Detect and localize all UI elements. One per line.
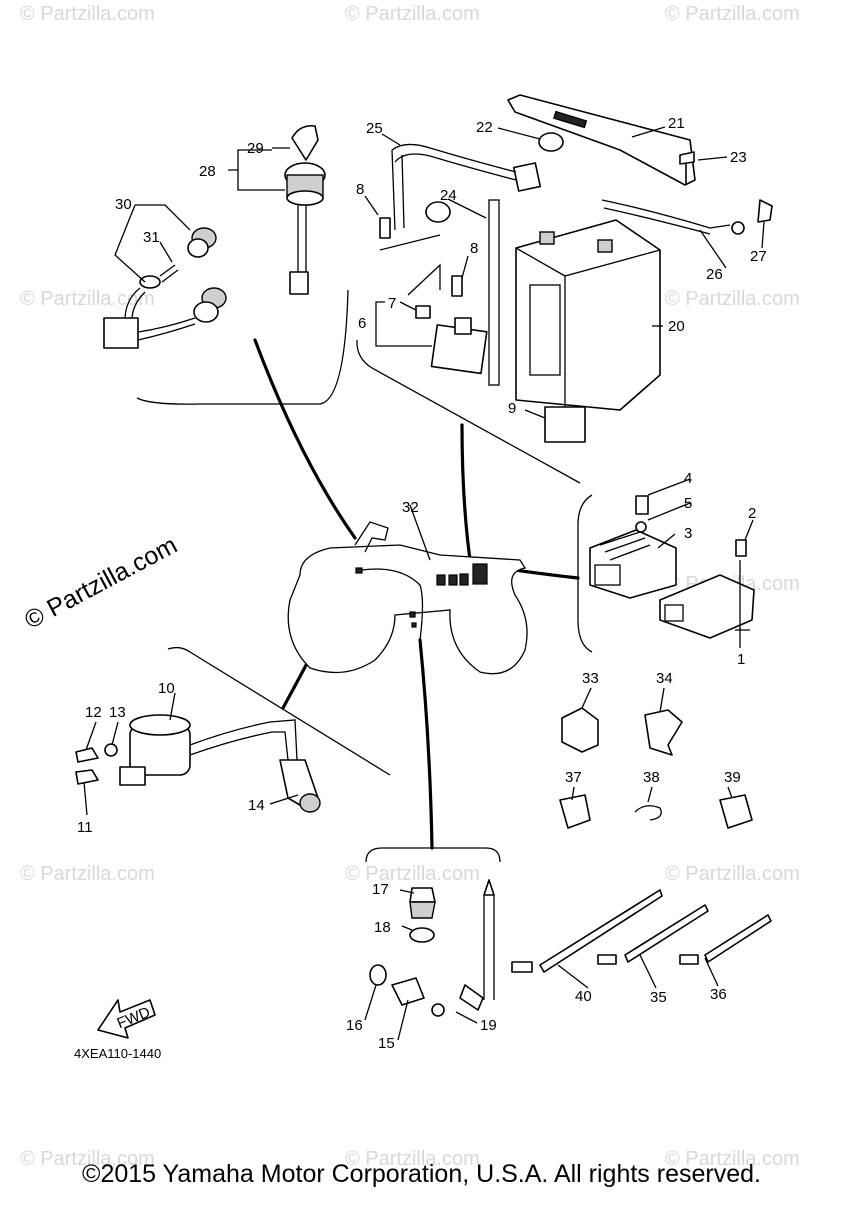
callout-37: 37 [565,769,582,786]
watermark: © Partzilla.com [20,3,155,25]
callout-17: 17 [372,881,389,898]
callout-39: 39 [724,769,741,786]
diagram-code: 4XEA110-1440 [74,1046,162,1061]
callout-6: 6 [358,315,366,332]
watermark: © Partzilla.com [345,3,480,25]
callout-28: 28 [199,163,216,180]
main-switch-assembly [103,124,326,349]
callout-18: 18 [374,919,391,936]
leader-lines [83,126,765,1041]
callout-7: 7 [388,295,396,312]
callout-27: 27 [750,248,767,265]
callout-30: 30 [115,196,132,213]
atv-silhouette [287,521,528,675]
callout-5: 5 [684,495,692,512]
callout-20: 20 [668,318,685,335]
lead-line [253,338,357,540]
callout-24: 24 [440,187,457,204]
regulator-assembly [589,495,755,639]
callout-2: 2 [748,505,756,522]
bracket-ignition [167,646,391,776]
callout-11: 11 [77,819,93,836]
fwd-label: FWD [115,1004,153,1033]
callout-34: 34 [656,670,673,687]
callout-numbers: 1 2 3 4 5 6 7 8 8 9 10 11 12 13 14 15 16… [77,115,767,1052]
callout-29: 29 [247,140,264,157]
watermark: © Partzilla.com [20,1148,155,1170]
ignition-coil-assembly [75,714,321,813]
callout-26: 26 [706,266,723,283]
callout-22: 22 [476,119,493,136]
callout-8: 8 [470,240,478,257]
callout-9: 9 [508,400,516,417]
callout-21: 21 [668,115,685,132]
bracket-main-switch [136,289,349,405]
battery-assembly [379,94,773,443]
callout-36: 36 [710,986,727,1003]
callout-35: 35 [650,989,667,1006]
callout-8: 8 [356,181,364,198]
callout-25: 25 [366,120,383,137]
bracket-regulator [577,494,593,653]
callout-4: 4 [684,470,692,487]
watermark: © Partzilla.com [665,1148,800,1170]
sensor-assembly [369,879,495,1017]
watermark: © Partzilla.com [345,1148,480,1170]
callout-33: 33 [582,670,599,687]
callout-3: 3 [684,525,692,542]
bracket-sensors [365,847,501,863]
watermark: © Partzilla.com [345,863,480,885]
forward-arrow-icon: FWD [97,999,156,1039]
callout-40: 40 [575,988,592,1005]
watermark: © Partzilla.com [20,288,155,310]
callout-12: 12 [85,704,102,721]
watermark: © Partzilla.com [665,288,800,310]
copyright-notice: ©2015 Yamaha Motor Corporation, U.S.A. A… [82,1160,761,1188]
callout-16: 16 [346,1017,363,1034]
watermark: © Partzilla.com [20,863,155,885]
clamp-assembly [511,707,772,973]
callout-10: 10 [158,680,175,697]
callout-32: 32 [402,499,419,516]
callout-38: 38 [643,769,660,786]
callout-13: 13 [109,704,126,721]
watermark: © Partzilla.com [665,3,800,25]
watermark: © Partzilla.com [665,863,800,885]
callout-1: 1 [737,651,745,668]
lead-line [418,638,434,850]
callout-14: 14 [248,797,265,814]
callout-15: 15 [378,1035,395,1052]
lead-line [460,423,472,562]
bracket-battery [356,339,581,484]
callout-31: 31 [143,229,160,246]
callout-19: 19 [480,1017,497,1034]
callout-23: 23 [730,149,747,166]
